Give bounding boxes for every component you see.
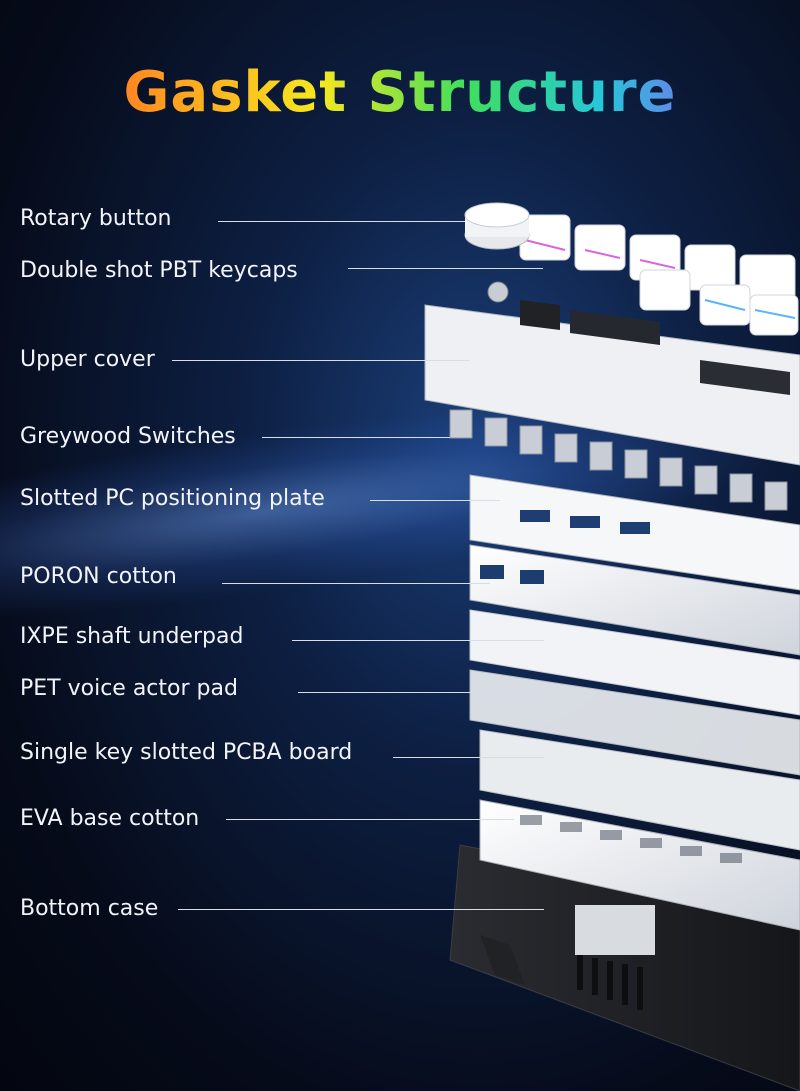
label-bottom-case: Bottom case (20, 896, 159, 921)
label-upper-cover: Upper cover (20, 347, 155, 372)
switches-layer (449, 409, 788, 511)
leader-line-pet-pad (298, 692, 544, 693)
pcba-board-layer (479, 729, 800, 851)
label-ixpe-underpad: IXPE shaft underpad (20, 624, 244, 649)
leader-line-upper-cover (172, 360, 470, 361)
label-eva-base-cotton: EVA base cotton (20, 806, 200, 831)
label-keycaps: Double shot PBT keycaps (20, 258, 298, 283)
label-rotary-button: Rotary button (20, 206, 172, 231)
leader-line-rotary-button (218, 221, 465, 222)
eva-base-cotton-layer (479, 799, 800, 931)
label-pcba-board: Single key slotted PCBA board (20, 740, 353, 765)
leader-line-poron-cotton (222, 583, 490, 584)
poron-cotton-layer (469, 544, 800, 656)
leader-line-ixpe-underpad (292, 640, 544, 641)
leader-line-switches (262, 437, 450, 438)
page-title: Gasket Structure (0, 60, 800, 125)
upper-cover-layer (424, 281, 800, 466)
leader-line-bottom-case (178, 909, 544, 910)
leader-line-positioning-plate (370, 500, 500, 501)
label-poron-cotton: PORON cotton (20, 564, 177, 589)
keycaps-layer (519, 214, 799, 336)
label-pet-pad: PET voice actor pad (20, 676, 238, 701)
pet-pad-layer (469, 669, 800, 776)
ixpe-underpad-layer (469, 609, 800, 716)
leader-line-eva-base-cotton (226, 819, 514, 820)
leader-line-pcba-board (393, 757, 544, 758)
leader-line-keycaps (348, 268, 543, 269)
rotary-button-part (464, 202, 530, 250)
label-positioning-plate: Slotted PC positioning plate (20, 486, 325, 511)
label-switches: Greywood Switches (20, 424, 236, 449)
